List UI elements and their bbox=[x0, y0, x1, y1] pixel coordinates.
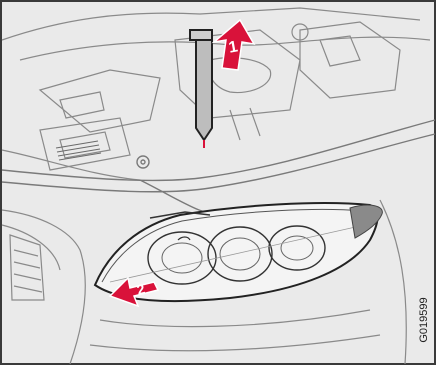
figure-code: G019599 bbox=[418, 297, 430, 342]
